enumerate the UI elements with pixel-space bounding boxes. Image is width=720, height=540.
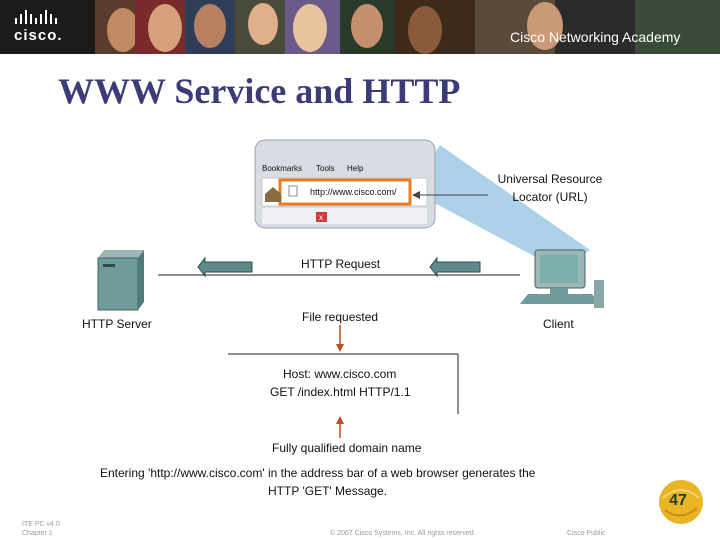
get-line: GET /index.html HTTP/1.1 bbox=[270, 385, 411, 399]
client-computer-icon bbox=[520, 249, 604, 308]
footer-chapter: Chapter 1 bbox=[22, 530, 53, 537]
academy-title: Cisco Networking Academy bbox=[510, 29, 681, 45]
footer-copyright: © 2007 Cisco Systems, Inc. All rights re… bbox=[330, 530, 476, 537]
footer-classification: Cisco Public bbox=[567, 530, 606, 537]
server-icon bbox=[97, 250, 144, 311]
slide-title: WWW Service and HTTP bbox=[58, 71, 461, 111]
http-request-label: HTTP Request bbox=[301, 257, 381, 271]
fqdn-pointer bbox=[336, 416, 344, 424]
beam-highlight bbox=[410, 145, 590, 270]
footer-course: ITE PC v4.0 bbox=[22, 521, 60, 528]
caption-line2: HTTP 'GET' Message. bbox=[268, 484, 388, 498]
browser-menu-tools[interactable]: Tools bbox=[316, 164, 335, 173]
url-label-line1: Universal Resource bbox=[497, 172, 603, 186]
request-arrow-left bbox=[197, 256, 253, 278]
banner-photo-right bbox=[475, 0, 720, 54]
svg-text:x: x bbox=[319, 213, 323, 222]
host-line: Host: www.cisco.com bbox=[283, 367, 397, 381]
banner-photos bbox=[95, 0, 475, 54]
cisco-logo-text: cisco. bbox=[14, 27, 63, 44]
file-requested-pointer bbox=[336, 344, 344, 352]
browser-menu-bookmarks[interactable]: Bookmarks bbox=[262, 164, 303, 173]
url-label-line2: Locator (URL) bbox=[512, 190, 588, 204]
request-arrow-right bbox=[429, 256, 481, 278]
client-label: Client bbox=[543, 317, 574, 331]
page-badge-icon bbox=[659, 480, 703, 524]
browser-menu-help[interactable]: Help bbox=[347, 164, 364, 173]
header-banner: cisco. Cisco Networking Academy bbox=[0, 0, 720, 54]
caption-line1: Entering 'http://www.cisco.com' in the a… bbox=[100, 466, 536, 480]
url-pointer-arrow bbox=[412, 191, 420, 199]
browser-window: x bbox=[254, 139, 436, 229]
fqdn-label: Fully qualified domain name bbox=[272, 441, 422, 455]
http-diagram: x bbox=[97, 139, 604, 438]
page-number: 47 bbox=[669, 492, 687, 509]
file-requested-label: File requested bbox=[302, 310, 379, 324]
http-server-label: HTTP Server bbox=[82, 317, 152, 331]
cisco-logo-icon bbox=[15, 10, 57, 24]
browser-address-value[interactable]: http://www.cisco.com/ bbox=[310, 187, 397, 197]
